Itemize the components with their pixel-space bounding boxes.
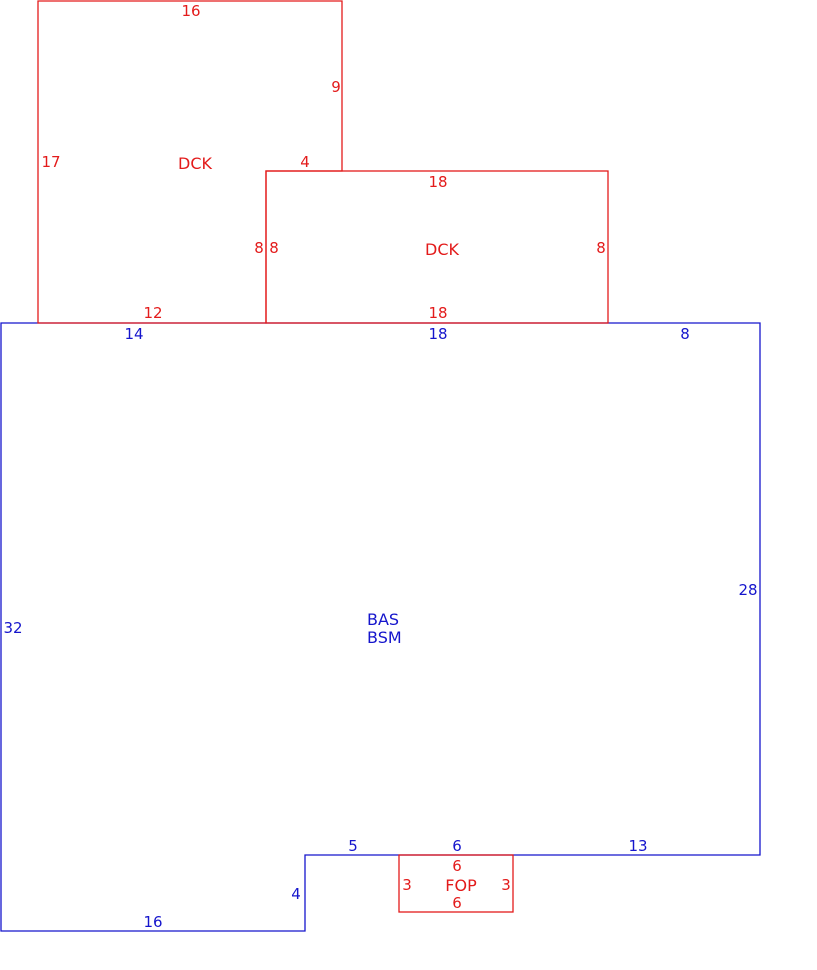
fop-dim-left: 3 bbox=[402, 876, 412, 894]
fop-dim-right: 3 bbox=[501, 876, 511, 894]
bas-dim-bottom-right: 13 bbox=[628, 837, 647, 855]
bas-area-label: BAS bbox=[367, 610, 399, 629]
bas-dim-top-left: 14 bbox=[124, 325, 143, 343]
dck-upper-dim-right-lower: 8 bbox=[254, 239, 264, 257]
dck-lower-dim-bottom: 18 bbox=[428, 304, 447, 322]
dck-lower-dim-top: 18 bbox=[428, 173, 447, 191]
bas-dim-left: 32 bbox=[3, 619, 22, 637]
bsm-area-label: BSM bbox=[367, 628, 402, 647]
dck-upper-dim-bottom: 12 bbox=[143, 304, 162, 322]
fop-outline bbox=[398, 854, 514, 913]
bas-dim-top-mid: 18 bbox=[428, 325, 447, 343]
bas-dim-top-right: 8 bbox=[680, 325, 690, 343]
dck-upper-dim-right-upper: 9 bbox=[331, 78, 341, 96]
bas-dim-notch-side: 4 bbox=[291, 885, 301, 903]
dck-upper-dim-left: 17 bbox=[41, 153, 60, 171]
dck-upper-dim-top: 16 bbox=[181, 2, 200, 20]
dck-upper-dim-step: 4 bbox=[300, 153, 310, 171]
dck-lower-dim-left: 8 bbox=[269, 239, 279, 257]
bas-dim-right: 28 bbox=[738, 581, 757, 599]
dck-lower-outline bbox=[265, 170, 609, 324]
bas-dim-bottom-left: 16 bbox=[143, 913, 162, 931]
dck-lower-area-label: DCK bbox=[425, 240, 459, 259]
fop-area-label: FOP bbox=[445, 876, 477, 895]
fop-dim-bottom: 6 bbox=[452, 894, 462, 912]
bas-outline bbox=[0, 322, 761, 932]
dck-lower-dim-right: 8 bbox=[596, 239, 606, 257]
dck-upper-area-label: DCK bbox=[178, 154, 212, 173]
fop-dim-top: 6 bbox=[452, 857, 462, 875]
bas-dim-bottom-step: 5 bbox=[348, 837, 358, 855]
bas-dim-bottom-mid: 6 bbox=[452, 837, 462, 855]
